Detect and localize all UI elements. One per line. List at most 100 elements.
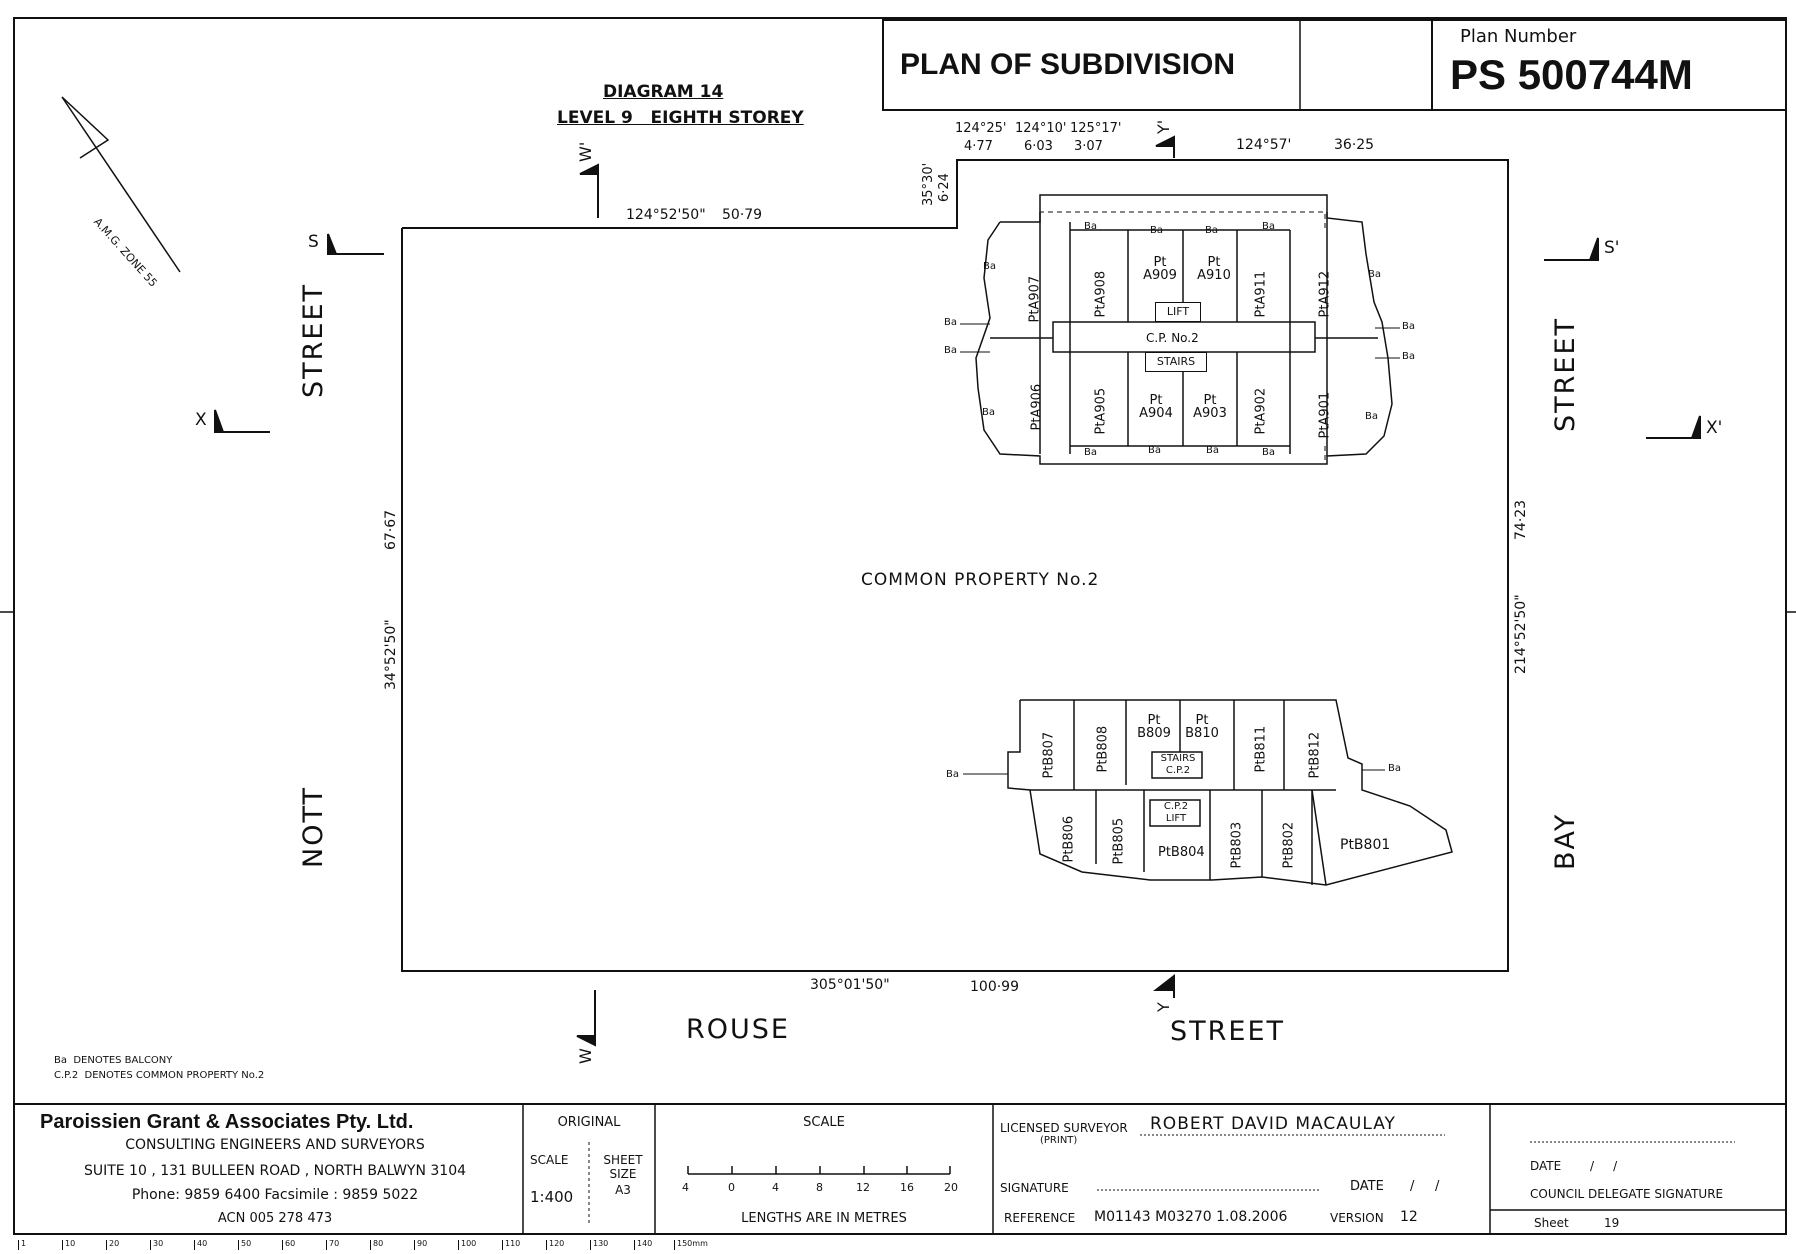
reference-label: REFERENCE bbox=[1004, 1211, 1076, 1225]
unit-b810: Pt B810 bbox=[1185, 713, 1219, 741]
balcony-a-9: Ba bbox=[1402, 321, 1415, 332]
section-y: Y bbox=[1154, 1002, 1173, 1012]
legend-common-property: C.P.2 DENOTES COMMON PROPERTY No.2 bbox=[54, 1070, 265, 1081]
lift-a: LIFT bbox=[1155, 302, 1201, 322]
ruler-mark: 140 bbox=[634, 1240, 652, 1250]
unit-a901: PtA901 bbox=[1317, 391, 1333, 439]
scale-label: SCALE bbox=[530, 1153, 569, 1167]
scale-tick-3: 8 bbox=[816, 1181, 823, 1194]
balcony-a-13: Ba bbox=[1084, 447, 1097, 458]
sheet-value: 19 bbox=[1604, 1216, 1620, 1230]
stairs-a: STAIRS bbox=[1145, 352, 1207, 372]
plan-title: PLAN OF SUBDIVISION bbox=[900, 48, 1236, 81]
unit-b804: PtB804 bbox=[1158, 845, 1205, 860]
reference-value: M01143 M03270 1.08.2006 bbox=[1094, 1209, 1288, 1225]
balcony-b-2: Ba bbox=[1388, 763, 1401, 774]
firm-name: Paroissien Grant & Associates Pty. Ltd. bbox=[40, 1111, 414, 1133]
section-x: X bbox=[195, 410, 207, 430]
firm-line-1: CONSULTING ENGINEERS AND SURVEYORS bbox=[125, 1137, 425, 1153]
bay-street-label: STREET bbox=[1550, 316, 1581, 432]
unit-a909: Pt A909 bbox=[1143, 255, 1177, 283]
unit-a904: Pt A904 bbox=[1139, 393, 1173, 421]
surveyor-label: LICENSED SURVEYOR bbox=[1000, 1121, 1128, 1135]
unit-b812: PtB812 bbox=[1307, 731, 1323, 779]
ruler-mark: 20 bbox=[106, 1240, 119, 1250]
ruler-mark: 100 bbox=[458, 1240, 476, 1250]
cp-a: C.P. No.2 bbox=[1146, 331, 1199, 345]
ruler-mark: 30 bbox=[150, 1240, 163, 1250]
balcony-a-11: Ba bbox=[982, 407, 995, 418]
balcony-b-1: Ba bbox=[946, 769, 959, 780]
unit-a907: PtA907 bbox=[1027, 275, 1043, 323]
section-w-prime: W' bbox=[576, 141, 595, 162]
nott-street-label: STREET bbox=[298, 282, 329, 398]
unit-b811: PtB811 bbox=[1253, 725, 1269, 773]
plan-number-label: Plan Number bbox=[1460, 26, 1577, 47]
diagram-title: DIAGRAM 14 bbox=[603, 82, 724, 102]
balcony-a-14: Ba bbox=[1148, 445, 1161, 456]
version-value: 12 bbox=[1400, 1209, 1418, 1225]
balcony-a-12: Ba bbox=[1365, 411, 1378, 422]
balcony-a-5: Ba bbox=[983, 261, 996, 272]
dim-b3: 125°17' bbox=[1070, 121, 1122, 136]
ruler-mark: 130 bbox=[590, 1240, 608, 1250]
unit-a902: PtA902 bbox=[1253, 387, 1269, 435]
unit-b807: PtB807 bbox=[1041, 731, 1057, 779]
unit-b808: PtB808 bbox=[1095, 725, 1111, 773]
council-signature-label: COUNCIL DELEGATE SIGNATURE bbox=[1530, 1187, 1724, 1201]
diagram-subtitle: LEVEL 9 EIGHTH STOREY bbox=[557, 108, 804, 128]
plan-number: PS 500744M bbox=[1450, 51, 1693, 98]
dim-right-bearing: 214°52'50" bbox=[1513, 594, 1529, 674]
legend-balcony: Ba DENOTES BALCONY bbox=[54, 1055, 173, 1066]
dim-step-bearing: 35°30' bbox=[921, 162, 936, 206]
stairs-b: STAIRS bbox=[1160, 753, 1196, 764]
firm-line-3: Phone: 9859 6400 Facsimile : 9859 5022 bbox=[131, 1187, 419, 1203]
date-value: / / bbox=[1410, 1179, 1440, 1194]
ruler-mark: 60 bbox=[282, 1240, 295, 1250]
ruler-mark: 70 bbox=[326, 1240, 339, 1250]
balcony-a-6: Ba bbox=[1368, 269, 1381, 280]
dim-bottom-bearing: 305°01'50" bbox=[810, 977, 890, 993]
unit-a903: Pt A903 bbox=[1193, 393, 1227, 421]
mm-ruler: 1 10 20 30 40 50 60 70 80 90 100 110 120… bbox=[18, 1238, 708, 1252]
dim-top-bearing: 124°52'50" bbox=[626, 207, 706, 223]
unit-b802: PtB802 bbox=[1281, 821, 1297, 869]
section-s-prime: S' bbox=[1604, 238, 1620, 258]
signature-label: SIGNATURE bbox=[1000, 1181, 1069, 1195]
firm-line-2: SUITE 10 , 131 BULLEEN ROAD , NORTH BALW… bbox=[83, 1163, 467, 1179]
lift-b-cp: C.P.2 bbox=[1163, 801, 1189, 812]
scale-tick-5: 16 bbox=[900, 1181, 914, 1194]
unit-a908: PtA908 bbox=[1093, 270, 1109, 318]
council-date-value: / / bbox=[1590, 1159, 1618, 1173]
unit-a911: PtA911 bbox=[1253, 270, 1269, 318]
dim-b4: 124°57' bbox=[1236, 137, 1292, 153]
unit-b803: PtB803 bbox=[1229, 821, 1245, 869]
unit-a905: PtA905 bbox=[1093, 387, 1109, 435]
ruler-mark: 110 bbox=[502, 1240, 520, 1250]
balcony-a-16: Ba bbox=[1262, 447, 1275, 458]
ruler-mark: 1 bbox=[18, 1240, 26, 1250]
unit-b806: PtB806 bbox=[1061, 815, 1077, 863]
surveyor-name: ROBERT DAVID MACAULAY bbox=[1150, 1114, 1396, 1134]
balcony-a-7: Ba bbox=[944, 317, 957, 328]
sheet-label: Sheet bbox=[1534, 1216, 1569, 1230]
ruler-mark: 150mm bbox=[674, 1240, 708, 1250]
dim-top-length: 50·79 bbox=[722, 207, 763, 223]
stairs-b-cp: C.P.2 bbox=[1165, 765, 1191, 776]
balcony-a-15: Ba bbox=[1206, 445, 1219, 456]
section-s: S bbox=[308, 232, 319, 252]
scale-tick-1: 0 bbox=[728, 1181, 735, 1194]
scale-tick-0: 4 bbox=[682, 1181, 689, 1194]
unit-a912: PtA912 bbox=[1317, 270, 1333, 318]
dim-bottom-length: 100·99 bbox=[970, 979, 1019, 995]
ruler-mark: 40 bbox=[194, 1240, 207, 1250]
ruler-mark: 120 bbox=[546, 1240, 564, 1250]
dim-b1: 124°25' bbox=[955, 121, 1007, 136]
unit-a906: PtA906 bbox=[1029, 383, 1045, 431]
ruler-mark: 10 bbox=[62, 1240, 75, 1250]
date-label: DATE bbox=[1350, 1179, 1384, 1194]
balcony-a-3: Ba bbox=[1205, 225, 1218, 236]
lengths-note: LENGTHS ARE IN METRES bbox=[741, 1211, 907, 1226]
surveyor-print-label: (PRINT) bbox=[1040, 1135, 1078, 1146]
